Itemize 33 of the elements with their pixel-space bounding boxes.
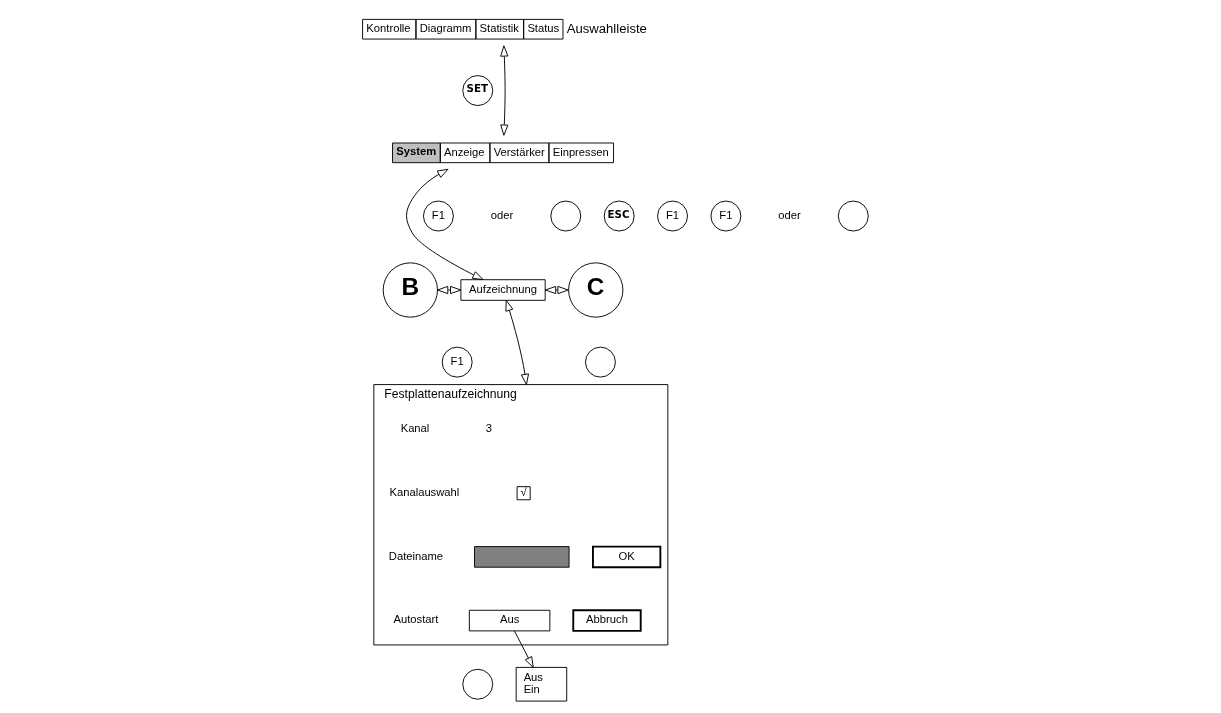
node-box: Aufzeichnung bbox=[460, 279, 546, 301]
node-box: Aus bbox=[468, 609, 551, 632]
node-circle bbox=[462, 668, 494, 700]
node-circle: F1 bbox=[710, 200, 742, 232]
arrow bbox=[406, 168, 484, 281]
label: Kanal bbox=[400, 422, 430, 435]
node-circle: SET bbox=[462, 75, 494, 106]
label: 3 bbox=[485, 422, 493, 435]
node-circle: F1 bbox=[441, 346, 473, 378]
node-circle: C bbox=[568, 262, 624, 318]
node-circle bbox=[550, 200, 582, 232]
arrow bbox=[437, 285, 462, 295]
label: oder bbox=[778, 208, 801, 221]
arrow bbox=[544, 285, 569, 295]
arrow bbox=[505, 299, 530, 386]
node-circle bbox=[837, 200, 869, 232]
node-box: √ bbox=[516, 486, 531, 501]
node-box: OK bbox=[592, 545, 662, 569]
node-circle: ESC bbox=[603, 200, 635, 232]
node-box: Abbruch bbox=[572, 609, 642, 632]
node-circle: F1 bbox=[657, 200, 688, 232]
label: oder bbox=[490, 208, 514, 221]
label: Autostart bbox=[393, 613, 439, 626]
node-circle: F1 bbox=[422, 200, 454, 232]
label: Dateiname bbox=[388, 549, 444, 562]
node-label: Auswahlleiste bbox=[566, 20, 647, 36]
node-circle bbox=[585, 346, 616, 378]
node-box: Aus Ein bbox=[515, 666, 568, 702]
arrow bbox=[500, 45, 509, 136]
label: Kanalauswahl bbox=[389, 486, 460, 499]
node-box bbox=[474, 546, 570, 568]
node-circle: B bbox=[382, 262, 438, 318]
arrow bbox=[513, 630, 534, 668]
